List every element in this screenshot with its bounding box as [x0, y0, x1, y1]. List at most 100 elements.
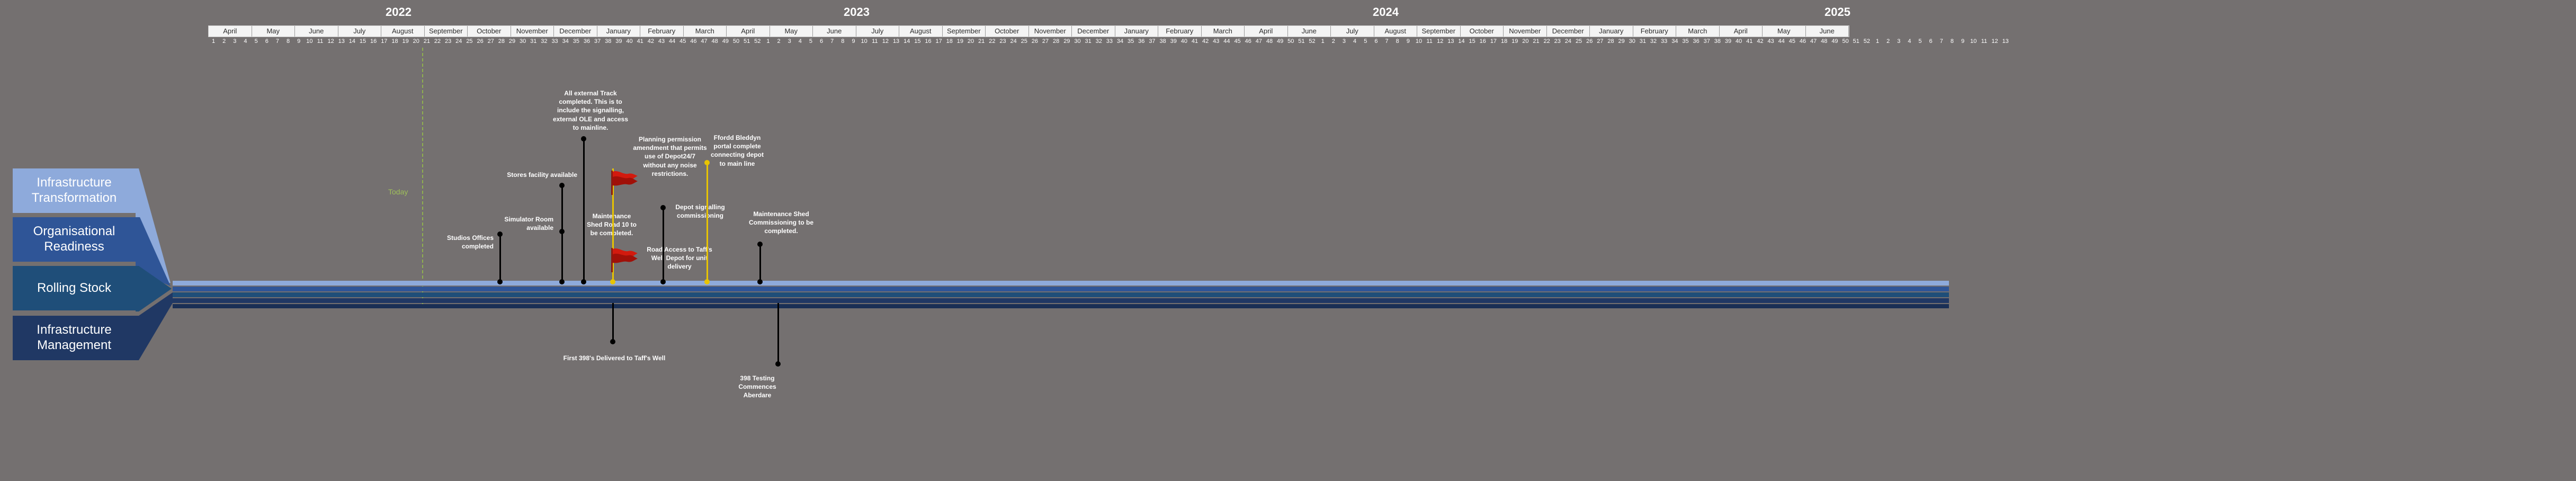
- week-number: 31: [530, 38, 537, 44]
- week-number: 30: [520, 38, 526, 44]
- week-number: 30: [1074, 38, 1081, 44]
- week-number: 8: [841, 38, 845, 44]
- milestone-stem-first-398: [612, 303, 614, 341]
- week-number: 52: [1309, 38, 1316, 44]
- week-number: 24: [1010, 38, 1017, 44]
- week-number: 22: [434, 38, 441, 44]
- week-number: 38: [605, 38, 612, 44]
- month-cell: April: [209, 26, 252, 37]
- milestone-dot-stores-mid: [559, 229, 565, 234]
- week-number: 39: [1170, 38, 1177, 44]
- week-number: 7: [1385, 38, 1389, 44]
- milestone-base-dot-studios: [497, 279, 503, 284]
- workstream-chevrons: [136, 168, 173, 360]
- chevron-organisational-readiness: [136, 217, 171, 286]
- week-number: 10: [861, 38, 867, 44]
- year-label-2022: 2022: [386, 5, 412, 19]
- milestone-stem-depot-signalling: [663, 208, 664, 282]
- milestone-dot-maintenance-commissioning: [757, 242, 763, 247]
- week-number: 40: [1180, 38, 1187, 44]
- week-number: 37: [1149, 38, 1156, 44]
- week-number: 13: [2002, 38, 2009, 44]
- week-number: 46: [1245, 38, 1251, 44]
- milestone-label-planning: Planning permission amendment that permi…: [633, 136, 707, 177]
- milestone-stem-398-testing: [777, 303, 779, 363]
- week-number: 34: [1671, 38, 1678, 44]
- week-number: 32: [1650, 38, 1657, 44]
- month-cell: November: [1504, 26, 1547, 37]
- week-number: 44: [1223, 38, 1230, 44]
- milestone-stem-studios: [499, 233, 501, 282]
- week-number: 3: [788, 38, 791, 44]
- milestone-dot-ffordd: [704, 160, 710, 165]
- week-number: 4: [244, 38, 247, 44]
- week-number: 33: [551, 38, 558, 44]
- week-number: 11: [1426, 38, 1433, 44]
- week-number: 43: [1767, 38, 1774, 44]
- week-number: 51: [1298, 38, 1305, 44]
- week-number: 7: [275, 38, 279, 44]
- week-number: 44: [668, 38, 676, 44]
- week-number: 5: [1918, 38, 1922, 44]
- week-number: 4: [1353, 38, 1357, 44]
- workstream-organisational-readiness: Organisational Readiness: [13, 217, 136, 262]
- week-number: 50: [1842, 38, 1849, 44]
- week-number: 14: [1458, 38, 1465, 44]
- week-number: 6: [1374, 38, 1378, 44]
- week-number: 36: [583, 38, 591, 44]
- week-number: 36: [1693, 38, 1700, 44]
- week-number: 3: [1897, 38, 1901, 44]
- month-cell: November: [511, 26, 554, 37]
- week-number: 8: [286, 38, 290, 44]
- week-number: 11: [872, 38, 878, 44]
- week-number: 1: [1875, 38, 1880, 44]
- month-cell: September: [942, 26, 986, 37]
- year-label-2024: 2024: [1373, 5, 1399, 19]
- milestone-label-stores: Stores facility available: [507, 171, 577, 179]
- month-cell: June: [295, 26, 338, 37]
- week-number: 11: [317, 38, 324, 44]
- week-number: 43: [1213, 38, 1220, 44]
- milestone-dot-external-track: [581, 136, 586, 141]
- month-cell: February: [1158, 26, 1202, 37]
- week-number: 17: [1490, 38, 1497, 44]
- week-number: 46: [690, 38, 697, 44]
- week-number: 23: [1554, 38, 1561, 44]
- week-number: 26: [1031, 38, 1039, 44]
- milestone-label-ffordd: Ffordd Bleddyn portal complete connectin…: [711, 134, 764, 167]
- week-number: 16: [1479, 38, 1486, 44]
- week-number: 45: [1788, 38, 1795, 44]
- week-number: 14: [904, 38, 910, 44]
- milestone-label-398-testing: 398 Testing Commences Aberdare: [738, 375, 776, 399]
- week-number: 47: [701, 38, 708, 44]
- milestone-base-dot-external-track: [581, 279, 586, 284]
- week-number: 50: [1287, 38, 1294, 44]
- milestone-label-road-access: Road Access to Taff's Well Depot for uni…: [647, 246, 712, 271]
- milestone-label-depot-signalling: Depot signalling commissioning: [675, 203, 725, 220]
- month-cell: April: [1245, 26, 1288, 37]
- week-number: 36: [1138, 38, 1145, 44]
- week-number: 21: [978, 38, 985, 44]
- week-number: 40: [1736, 38, 1742, 44]
- month-cell: April: [727, 26, 770, 37]
- week-number: 22: [1543, 38, 1550, 44]
- milestone-base-dot-ffordd: [704, 279, 710, 284]
- week-number: 1: [212, 38, 216, 44]
- week-number: 49: [1831, 38, 1838, 44]
- week-number: 49: [1277, 38, 1284, 44]
- week-number: 17: [935, 38, 942, 44]
- week-number: 50: [732, 38, 740, 44]
- week-number: 21: [423, 38, 430, 44]
- lane-bar-infrastructure-management-base: [173, 304, 1949, 308]
- chevron-infrastructure-management: [136, 292, 173, 360]
- flag-icon: [611, 171, 638, 195]
- week-number: 12: [1437, 38, 1444, 44]
- week-number: 19: [1511, 38, 1518, 44]
- milestone-label-maintenance-shed-road: Maintenance Shed Road 10 to be completed…: [586, 212, 637, 237]
- week-number: 26: [1586, 38, 1593, 44]
- week-number: 19: [402, 38, 409, 44]
- lane-bar-organisational-readiness: [173, 287, 1949, 291]
- month-cell: December: [1072, 26, 1115, 37]
